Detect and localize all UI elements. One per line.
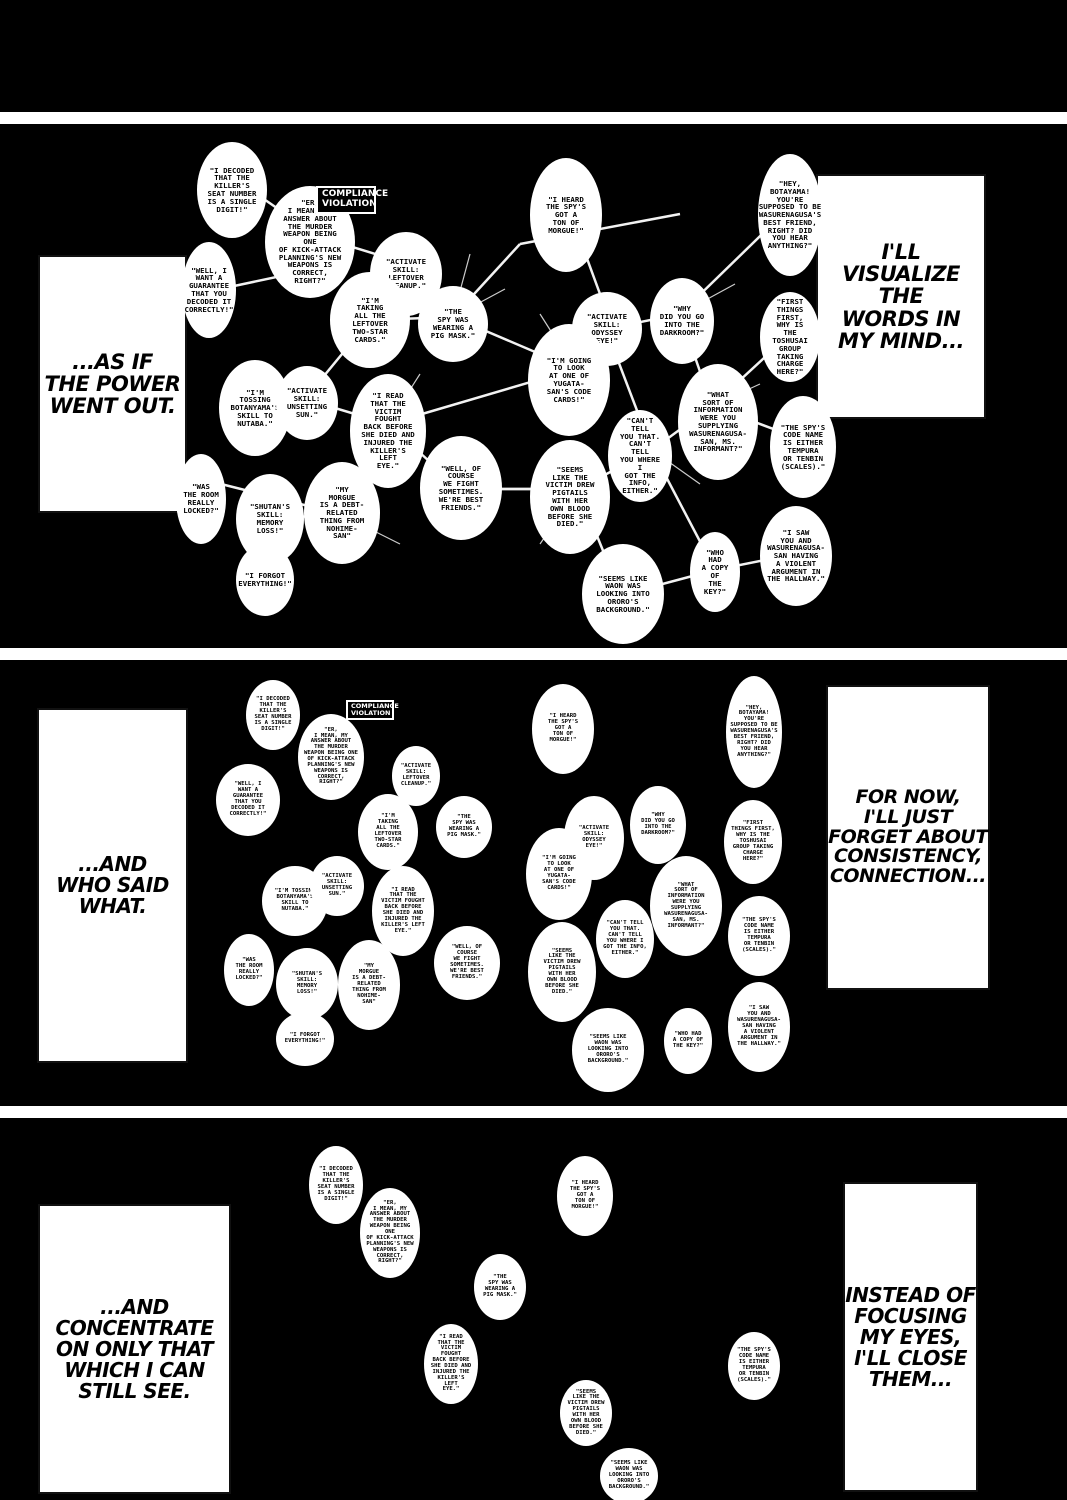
speech-bubble: "I READ THAT THE VICTIM FOUGHT BACK BEFO… <box>350 374 426 488</box>
speech-bubble: "SEEMS LIKE WAON WAS LOOKING INTO ORORO'… <box>600 1448 658 1500</box>
speech-bubble: "THE SPY'S CODE NAME IS EITHER TEMPURA O… <box>728 896 790 976</box>
gutter-1 <box>0 112 1067 124</box>
speech-bubble: "I DECODED THAT THE KILLER'S SEAT NUMBER… <box>246 680 300 750</box>
speech-bubble: "SEEMS LIKE THE VICTIM DREW PIGTAILS WIT… <box>528 922 596 1022</box>
speech-bubble: "I HEARD THE SPY'S GOT A TON OF MORGUE!" <box>557 1156 613 1236</box>
compliance-violation-badge: COMPLIANCE VIOLATION <box>346 700 399 721</box>
speech-bubble: "I SAW YOU AND WASURENAGUSA- SAN HAVING … <box>760 506 832 606</box>
speech-bubble: "ACTIVATE SKILL: UNSETTING SUN." <box>310 856 364 916</box>
speech-bubble: "I READ THAT THE VICTIM FOUGHT BACK BEFO… <box>372 866 434 956</box>
narration-box-left: ...AS IF THE POWER WENT OUT. <box>38 255 187 513</box>
speech-bubble: "I DECODED THAT THE KILLER'S SEAT NUMBER… <box>309 1146 363 1224</box>
narration-box-left: ...AND WHO SAID WHAT. <box>37 708 188 1063</box>
speech-bubble: "ACTIVATE SKILL: UNSETTING SUN." <box>276 366 338 440</box>
top-black-band <box>0 0 1067 112</box>
speech-bubble: "WELL, I WANT A GUARANTEE THAT YOU DECOD… <box>182 242 236 338</box>
gutter-3 <box>0 1106 1067 1118</box>
speech-bubble: "I'M TAKING ALL THE LEFTOVER TWO-STAR CA… <box>358 794 418 870</box>
speech-bubble: "THE SPY WAS WEARING A PIG MASK." <box>474 1254 526 1320</box>
speech-bubble: "HEY, BOTAYAMA! YOU'RE SUPPOSED TO BE WA… <box>726 676 782 788</box>
speech-bubble: "WHO HAD A COPY OF THE KEY?" <box>664 1008 712 1074</box>
speech-bubble: "MY MORGUE IS A DEBT- RELATED THING FROM… <box>304 462 380 564</box>
compliance-violation-badge: COMPLIANCE VIOLATION <box>316 186 388 214</box>
speech-bubble: "I'M GOING TO LOOK AT ONE OF YUGATA- SAN… <box>528 324 610 436</box>
speech-bubble: "THE SPY WAS WEARING A PIG MASK." <box>418 286 488 362</box>
speech-bubble: "I DECODED THAT THE KILLER'S SEAT NUMBER… <box>197 142 267 238</box>
speech-bubble: "I FORGOT EVERYTHING!" <box>236 544 294 616</box>
speech-bubble: "WHAT SORT OF INFORMATION WERE YOU SUPPL… <box>678 364 758 480</box>
speech-bubble: "SEEMS LIKE WAON WAS LOOKING INTO ORORO'… <box>582 544 664 644</box>
speech-bubble: "I FORGOT EVERYTHING!" <box>276 1012 334 1066</box>
speech-bubble: "FIRST THINGS FIRST, WHY IS THE TOSHUSAI… <box>760 292 820 382</box>
panel-1: ...AS IF THE POWER WENT OUT. I'LL VISUAL… <box>0 124 1067 648</box>
panel-2: ...AND WHO SAID WHAT. FOR NOW, I'LL JUST… <box>0 660 1067 1106</box>
speech-bubble: "MY MORGUE IS A DEBT- RELATED THING FROM… <box>338 940 400 1030</box>
speech-bubble: "I HEARD THE SPY'S GOT A TON OF MORGUE!" <box>530 158 602 272</box>
speech-bubble: "THE SPY'S CODE NAME IS EITHER TEMPURA O… <box>728 1332 780 1400</box>
narration-box-right: FOR NOW, I'LL JUST FORGET ABOUT CONSISTE… <box>826 685 990 990</box>
speech-bubble: "WELL, OF COURSE WE FIGHT SOMETIMES. WE'… <box>420 436 502 540</box>
speech-bubble: "FIRST THINGS FIRST, WHY IS THE TOSHUSAI… <box>724 800 782 884</box>
gutter-2 <box>0 648 1067 660</box>
speech-bubble: "ER, I MEAN, MY ANSWER ABOUT THE MURDER … <box>298 714 364 800</box>
speech-bubble: "I'M GOING TO LOOK AT ONE OF YUGATA- SAN… <box>526 828 592 920</box>
speech-bubble: "CAN'T TELL YOU THAT. CAN'T TELL YOU WHE… <box>608 410 672 502</box>
speech-bubble: "WHY DID YOU GO INTO THE DARKROOM?" <box>650 278 714 364</box>
speech-bubble: "WELL, OF COURSE WE FIGHT SOMETIMES. WE'… <box>434 926 500 1000</box>
speech-bubble: "THE SPY WAS WEARING A PIG MASK." <box>436 796 492 858</box>
speech-bubble: "I READ THAT THE VICTIM FOUGHT BACK BEFO… <box>424 1324 478 1404</box>
speech-bubble: "WHAT SORT OF INFORMATION WERE YOU SUPPL… <box>650 856 722 956</box>
speech-bubble: "WAS THE ROOM REALLY LOCKED?" <box>176 454 226 544</box>
speech-bubble: "SEEMS LIKE THE VICTIM DREW PIGTAILS WIT… <box>530 440 610 554</box>
speech-bubble: "WHY DID YOU GO INTO THE DARKROOM?" <box>630 786 686 864</box>
speech-bubble: "ER, I MEAN, MY ANSWER ABOUT THE MURDER … <box>360 1188 420 1278</box>
speech-bubble: "I'M TAKING ALL THE LEFTOVER TWO-STAR CA… <box>330 272 410 368</box>
speech-bubble: "SEEMS LIKE WAON WAS LOOKING INTO ORORO'… <box>572 1008 644 1092</box>
speech-bubble: "I SAW YOU AND WASURENAGUSA- SAN HAVING … <box>728 982 790 1072</box>
speech-bubble: "WELL, I WANT A GUARANTEE THAT YOU DECOD… <box>216 764 280 836</box>
speech-bubble: "WHO HAD A COPY OF THE KEY?" <box>690 532 740 612</box>
speech-bubble: "I HEARD THE SPY'S GOT A TON OF MORGUE!" <box>532 684 594 774</box>
panel-3: ...AND CONCENTRATE ON ONLY THAT WHICH I … <box>0 1118 1067 1500</box>
speech-bubble: "THE SPY'S CODE NAME IS EITHER TEMPURA O… <box>770 396 836 498</box>
speech-bubble: "CAN'T TELL YOU THAT. CAN'T TELL YOU WHE… <box>596 900 654 978</box>
narration-box-right: I'LL VISUALIZE THE WORDS IN MY MIND... <box>816 174 986 419</box>
speech-bubble: "ACTIVATE SKILL: LEFTOVER CLEANUP." <box>392 746 440 806</box>
speech-bubble: "WAS THE ROOM REALLY LOCKED?" <box>224 934 274 1006</box>
speech-bubble: "HEY, BOTAYAMA! YOU'RE SUPPOSED TO BE WA… <box>758 154 822 276</box>
speech-bubble: "SEEMS LIKE THE VICTIM DREW PIGTAILS WIT… <box>560 1380 612 1446</box>
speech-bubble: "SHUTAN'S SKILL: MEMORY LOSS!" <box>276 948 338 1020</box>
narration-box-right: INSTEAD OF FOCUSING MY EYES, I'LL CLOSE … <box>843 1182 978 1492</box>
narration-box-left: ...AND CONCENTRATE ON ONLY THAT WHICH I … <box>38 1204 231 1494</box>
